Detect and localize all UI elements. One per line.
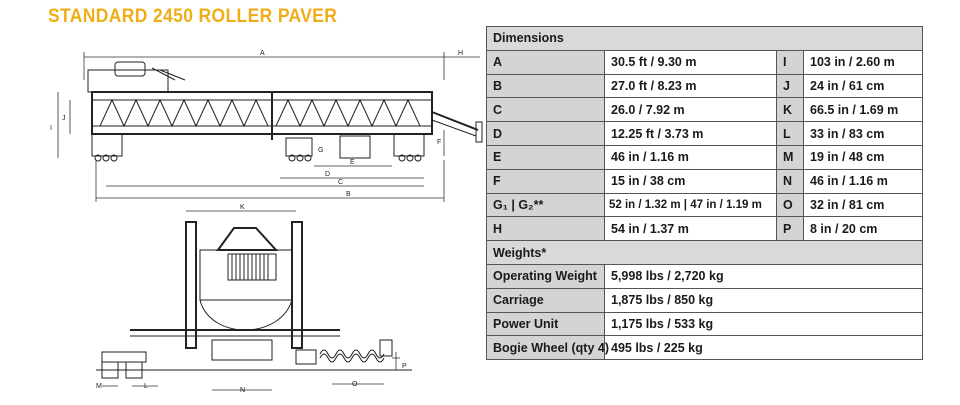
dim-label: B (486, 73, 605, 99)
dim-label: G₁ | G₂** (486, 192, 605, 218)
dim-label-h: H (458, 50, 463, 57)
dim-label: I (776, 49, 804, 75)
dim-value: 27.0 ft / 8.23 m (604, 73, 777, 99)
dim-label: O (776, 192, 804, 218)
weight-label: Power Unit (486, 311, 605, 337)
table-row: G₁ | G₂** 52 in / 1.32 m | 47 in / 1.19 … (486, 192, 924, 218)
dim-value: 19 in / 48 cm (802, 144, 924, 170)
dim-value: 15 in / 38 cm (604, 168, 777, 194)
table-row: Operating Weight 5,998 lbs / 2,720 kg (486, 263, 924, 289)
dim-label: C (486, 97, 605, 123)
dim-value: 52 in / 1.32 m | 47 in / 1.19 m (604, 192, 777, 218)
weight-label: Operating Weight (486, 263, 605, 289)
dim-value: 46 in / 1.16 m (802, 168, 924, 194)
dimensions-header: Dimensions (485, 26, 924, 51)
dim-label: E (486, 144, 605, 170)
table-row: Bogie Wheel (qty 4) 495 lbs / 225 kg (486, 335, 924, 361)
spec-table: Dimensions A 30.5 ft / 9.30 m I 103 in /… (485, 26, 924, 361)
dim-label: J (776, 73, 804, 99)
table-row: B 27.0 ft / 8.23 m J 24 in / 61 cm (486, 73, 924, 99)
dim-value: 32 in / 81 cm (802, 192, 924, 218)
dim-label-k: K (240, 204, 245, 211)
weight-label: Carriage (486, 287, 605, 313)
page-title: STANDARD 2450 ROLLER PAVER (48, 6, 338, 27)
dim-value: 30.5 ft / 9.30 m (604, 49, 777, 75)
dim-value: 24 in / 61 cm (802, 73, 924, 99)
paver-diagram: A H I J F (50, 50, 483, 394)
dim-label: P (776, 216, 804, 242)
weight-value: 5,998 lbs / 2,720 kg (603, 263, 924, 289)
dim-label: L (776, 121, 804, 146)
weight-value: 1,875 lbs / 850 kg (603, 287, 924, 313)
dim-value: 26.0 / 7.92 m (604, 97, 777, 123)
weights-header-row: Weights* (485, 240, 924, 265)
table-row: D 12.25 ft / 3.73 m L 33 in / 83 cm (486, 121, 924, 146)
dim-label-e: E (350, 159, 355, 166)
dim-label-l: L (144, 383, 148, 390)
dim-label-j: J (62, 115, 66, 122)
dim-label-p: P (402, 363, 407, 370)
dim-label-d: D (325, 171, 330, 178)
table-row: H 54 in / 1.37 m P 8 in / 20 cm (486, 216, 924, 242)
dim-label: M (776, 144, 804, 170)
dim-label: D (486, 121, 605, 146)
table-row: E 46 in / 1.16 m M 19 in / 48 cm (486, 144, 924, 170)
dim-label: K (776, 97, 804, 123)
dim-value: 12.25 ft / 3.73 m (604, 121, 777, 146)
front-view: K M L (96, 204, 412, 394)
dim-label-m: M (96, 383, 102, 390)
dim-label-a: A (260, 50, 265, 57)
dim-label: H (486, 216, 605, 242)
weight-label: Bogie Wheel (qty 4) (486, 335, 609, 361)
side-view: A H I J F (50, 50, 483, 202)
weight-value: 1,175 lbs / 533 kg (603, 311, 924, 337)
dim-value: 46 in / 1.16 m (604, 144, 777, 170)
dim-label-n: N (240, 387, 245, 394)
table-row: A 30.5 ft / 9.30 m I 103 in / 2.60 m (486, 49, 924, 75)
dim-value: 103 in / 2.60 m (802, 49, 924, 75)
table-row: F 15 in / 38 cm N 46 in / 1.16 m (486, 168, 924, 194)
dimensions-header-row: Dimensions (485, 26, 924, 51)
dim-value: 66.5 in / 1.69 m (802, 97, 924, 123)
weights-header: Weights* (485, 240, 924, 265)
dim-label-g: G (318, 147, 323, 154)
dim-value: 54 in / 1.37 m (604, 216, 777, 242)
dim-label: N (776, 168, 804, 194)
table-row: Power Unit 1,175 lbs / 533 kg (486, 311, 924, 337)
dim-label-f: F (437, 139, 441, 146)
weight-value: 495 lbs / 225 kg (603, 335, 924, 361)
dim-value: 33 in / 83 cm (802, 121, 924, 146)
dim-label: F (486, 168, 605, 194)
dim-label-o: O (352, 381, 358, 388)
table-row: C 26.0 / 7.92 m K 66.5 in / 1.69 m (486, 97, 924, 123)
table-row: Carriage 1,875 lbs / 850 kg (486, 287, 924, 313)
dim-value: 8 in / 20 cm (802, 216, 924, 242)
dim-label-i: I (50, 125, 52, 132)
dim-label: A (486, 49, 605, 75)
dim-label-c: C (338, 179, 343, 186)
dim-label-b: B (346, 191, 351, 198)
